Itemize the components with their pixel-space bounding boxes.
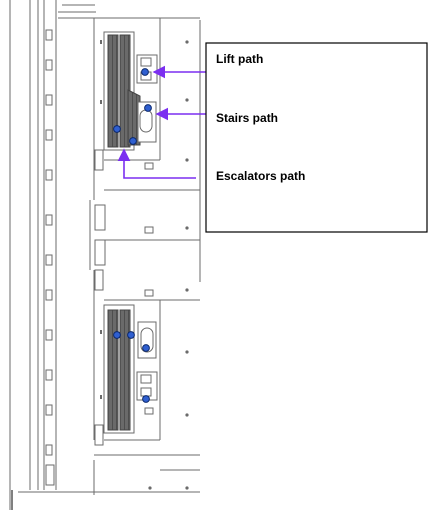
floor-plan [9,0,201,510]
lift-node [141,68,149,76]
stairs-node [144,104,152,112]
path-nodes [113,68,152,403]
platform-marks [100,40,189,490]
stairs-node [142,344,150,352]
legend-item-lift-label: Lift path [216,52,263,66]
escalator-node [127,331,135,339]
lift-node [142,395,150,403]
escalators-path-arrow [117,148,196,179]
legend: Lift path Stairs path Escalators path [205,42,428,233]
escalator-node [113,331,121,339]
escalator-bank-lower [103,304,135,434]
stairs-lower [137,321,157,359]
legend-item-escalators-label: Escalators path [216,169,305,183]
corridor-columns [45,29,53,456]
escalator-node [129,137,137,145]
escalator-bank-upper [103,31,141,151]
legend-item-stairs-label: Stairs path [216,111,278,125]
stairs-upper [137,101,157,143]
escalator-node [113,125,121,133]
legend-box [205,42,428,233]
legend-arrows [117,65,206,179]
